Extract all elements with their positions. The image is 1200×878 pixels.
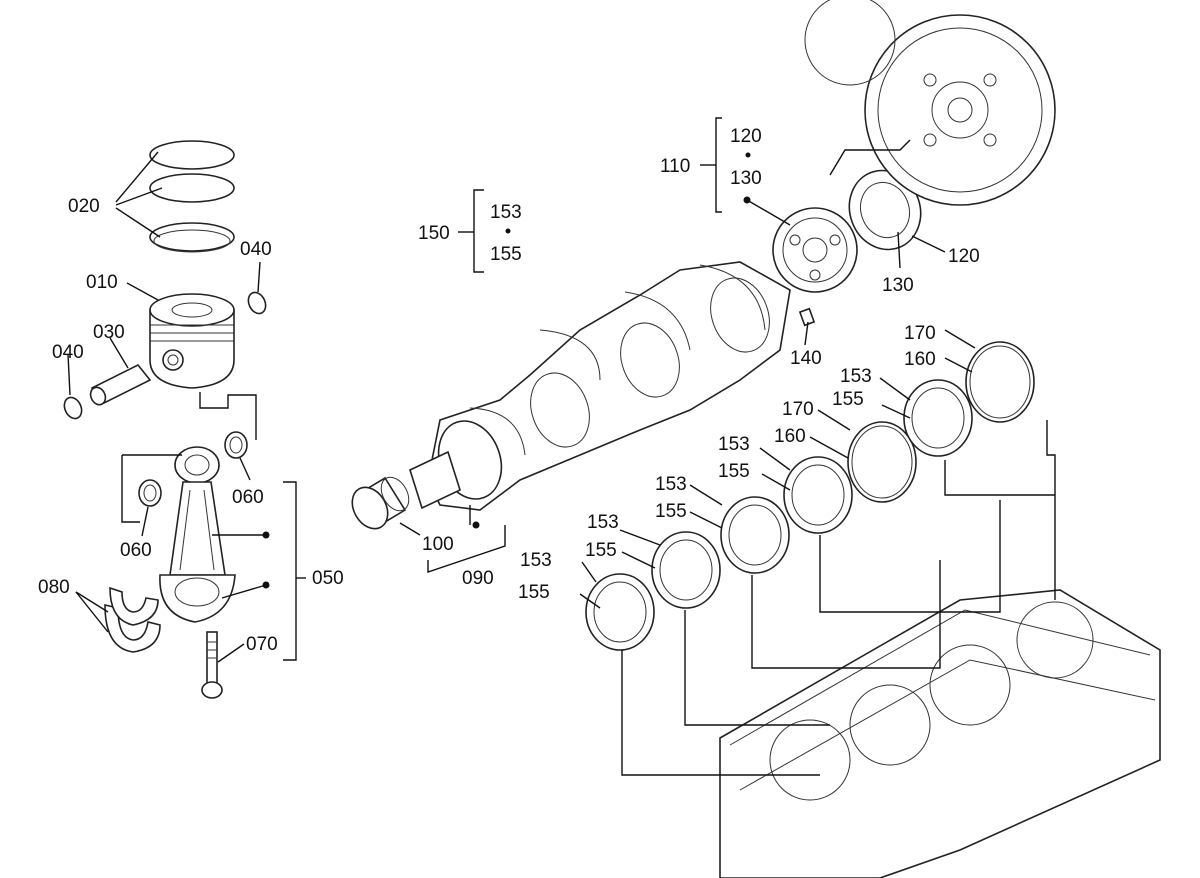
- callout-090: 090: [462, 568, 494, 589]
- callout-160-upper: 160: [904, 349, 936, 370]
- callout-130: 130: [882, 275, 914, 296]
- callout-010: 010: [86, 272, 118, 293]
- callout-160-lower: 160: [774, 426, 806, 447]
- callout-140: 140: [790, 348, 822, 369]
- callout-153-d: 153: [587, 512, 619, 533]
- callout-060-left: 060: [120, 540, 152, 561]
- callout-155-b: 155: [718, 461, 750, 482]
- callout-110-130: 130: [730, 168, 762, 189]
- callout-080: 080: [38, 577, 70, 598]
- bearing-set-4: [783, 456, 853, 534]
- cylinder-block: [719, 589, 1161, 878]
- thrust-washer-2: [965, 341, 1035, 423]
- rod-bolt: [201, 631, 223, 699]
- callout-labels: 020 040 010 030 040 060 060 050 080 070 …: [38, 126, 980, 655]
- callout-155-d: 155: [585, 540, 617, 561]
- callout-120: 120: [948, 246, 980, 267]
- small-end-bushing-left: [138, 479, 162, 507]
- crank-key: [798, 307, 816, 327]
- callout-150-155: 155: [490, 244, 522, 265]
- piston-rings: [149, 140, 235, 253]
- callout-155-e: 155: [518, 582, 550, 603]
- callout-050: 050: [312, 568, 344, 589]
- piston: [149, 293, 235, 389]
- bearing-set-5: [903, 379, 973, 457]
- crank-leaders: [399, 117, 1056, 776]
- callout-040-left: 040: [52, 342, 84, 363]
- callout-020: 020: [68, 196, 100, 217]
- callout-170-lower: 170: [782, 399, 814, 420]
- callout-110: 110: [660, 156, 690, 177]
- callout-060-right: 060: [232, 487, 264, 508]
- callout-153-c: 153: [655, 474, 687, 495]
- thrust-washer-1: [847, 421, 917, 503]
- bearing-set-1: [585, 573, 655, 651]
- idle-gear-large: [804, 0, 1056, 206]
- snap-ring-left: [63, 396, 83, 420]
- callout-150: 150: [418, 223, 450, 244]
- callout-170-upper: 170: [904, 323, 936, 344]
- callout-110-120: 120: [730, 126, 762, 147]
- callout-150-153: 153: [490, 202, 522, 223]
- crankshaft-sprocket: [772, 207, 858, 293]
- piston-leaders: [67, 151, 306, 663]
- callout-153-e: 153: [520, 550, 552, 571]
- bearing-set-2: [651, 531, 721, 609]
- callout-030: 030: [93, 322, 125, 343]
- bearing-set-3: [720, 496, 790, 574]
- callout-100: 100: [422, 534, 454, 555]
- callout-070: 070: [246, 634, 278, 655]
- callout-153-b: 153: [718, 434, 750, 455]
- crankshaft: [409, 261, 791, 511]
- callout-155-a: 155: [832, 389, 864, 410]
- callout-155-c: 155: [655, 501, 687, 522]
- connecting-rod: [159, 446, 236, 623]
- crankshaft-gear-small: [351, 476, 410, 530]
- callout-040-right: 040: [240, 239, 272, 260]
- rod-bearing-shells: [104, 586, 161, 653]
- small-end-bushing-right: [224, 431, 248, 459]
- snap-ring-right: [247, 291, 267, 315]
- piston-pin: [89, 363, 152, 406]
- callout-153-a: 153: [840, 366, 872, 387]
